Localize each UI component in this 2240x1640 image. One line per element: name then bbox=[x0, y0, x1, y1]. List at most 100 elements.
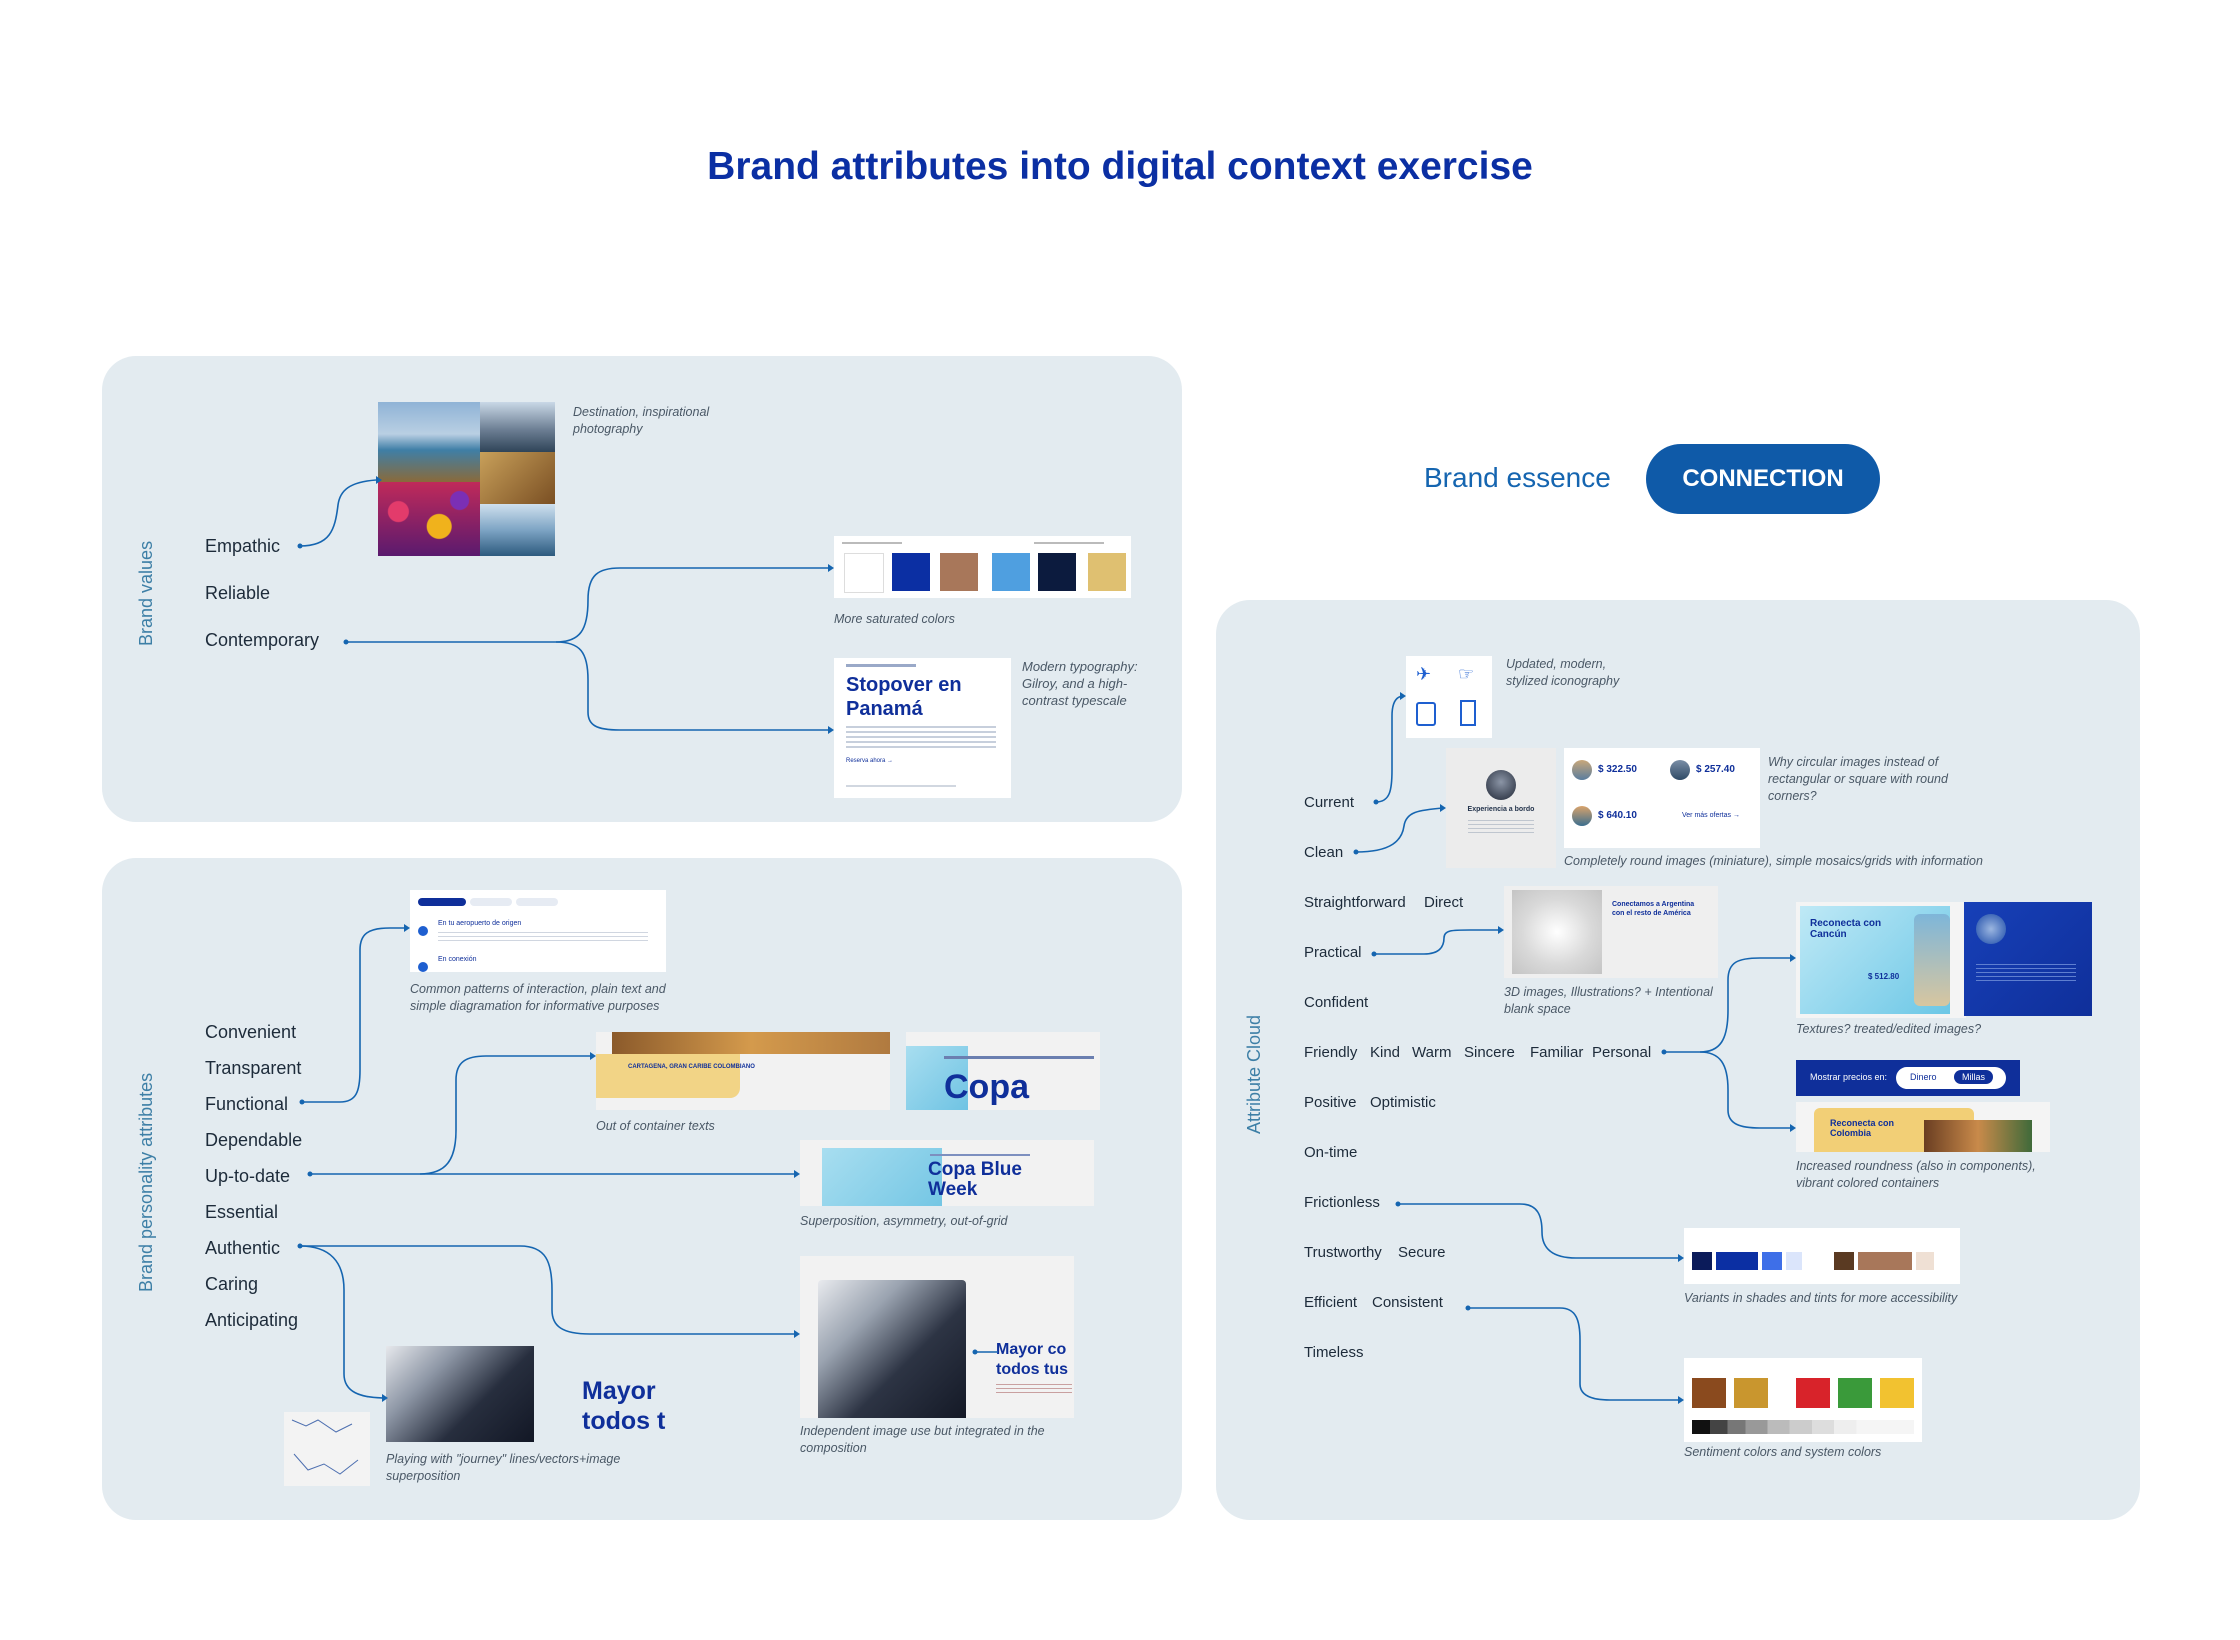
attr-secure: Secure bbox=[1398, 1244, 1446, 1261]
iconography-card: ✈ ☞ bbox=[1406, 656, 1492, 738]
attr-warm: Warm bbox=[1412, 1044, 1452, 1061]
attr-trustworthy: Trustworthy bbox=[1304, 1244, 1382, 1261]
swatch-header-line bbox=[842, 542, 902, 544]
blue-week-title: Copa Blue Week bbox=[928, 1159, 1022, 1200]
photo-lake bbox=[378, 402, 480, 482]
price-2: $ 257.40 bbox=[1696, 764, 1735, 775]
personality-caring: Caring bbox=[205, 1274, 259, 1294]
caption-variants: Variants in shades and tints for more ac… bbox=[1684, 1291, 1958, 1305]
blue-week-kicker bbox=[930, 1154, 1030, 1156]
attr-optimistic: Optimistic bbox=[1370, 1094, 1436, 1111]
attr-sincere: Sincere bbox=[1464, 1044, 1515, 1061]
price-thumb-3 bbox=[1572, 806, 1592, 826]
container-tag: CARTAGENA, GRAN CARIBE COLOMBIANO bbox=[628, 1064, 755, 1070]
attr-practical: Practical bbox=[1304, 944, 1362, 961]
blue-promo-card bbox=[1964, 902, 2092, 1016]
copa-kicker bbox=[944, 1056, 1094, 1059]
pattern-tab-active bbox=[418, 898, 466, 906]
value-reliable: Reliable bbox=[205, 583, 271, 603]
swatch-navy bbox=[892, 553, 930, 591]
typo-link[interactable]: Reserva ahora → bbox=[846, 758, 894, 764]
personality-authentic: Authentic bbox=[205, 1238, 281, 1258]
copa-word: Copa bbox=[944, 1068, 1029, 1106]
container-yellow-box bbox=[596, 1054, 740, 1098]
brand-essence-label: Brand essence bbox=[1424, 462, 1611, 493]
caption-round-images: Completely round images (miniature), sim… bbox=[1564, 854, 1983, 868]
attr-friendly: Friendly bbox=[1304, 1044, 1358, 1061]
caption-iconography: Updated, modern, stylized iconography bbox=[1506, 657, 1620, 688]
attr-on-time: On-time bbox=[1304, 1144, 1358, 1161]
caption-independent: Independent image use but integrated in … bbox=[800, 1424, 1045, 1455]
attr-straightforward: Straightforward bbox=[1304, 894, 1406, 911]
personality-anticipating: Anticipating bbox=[205, 1310, 299, 1330]
personality-convenient: Convenient bbox=[205, 1022, 297, 1042]
independent-body bbox=[996, 1384, 1072, 1394]
swatch-header-line-2 bbox=[1034, 542, 1104, 544]
container-card: CARTAGENA, GRAN CARIBE COLOMBIANO bbox=[596, 1032, 890, 1110]
checklist-icon bbox=[1416, 702, 1436, 726]
attr-positive: Positive bbox=[1304, 1094, 1357, 1111]
sentiment-gold bbox=[1734, 1378, 1768, 1408]
prices-card: $ 322.50 $ 257.40 $ 640.10 Ver más ofert… bbox=[1564, 748, 1760, 848]
independent-headline: Mayor co todos tus bbox=[996, 1341, 1068, 1378]
swatch-white bbox=[844, 553, 884, 593]
attr-current: Current bbox=[1304, 794, 1355, 811]
blue-week-wave-bg bbox=[822, 1148, 942, 1206]
sentiment-red bbox=[1796, 1378, 1830, 1408]
variant-brown-2 bbox=[1858, 1252, 1912, 1270]
photo-skyline bbox=[480, 402, 555, 452]
building-icon bbox=[1460, 700, 1476, 726]
patterns-card: En tu aeropuerto de origen En conexión bbox=[410, 890, 666, 972]
personality-essential: Essential bbox=[205, 1202, 279, 1222]
pattern-step-dot-1 bbox=[418, 926, 428, 936]
personality-dependable: Dependable bbox=[205, 1130, 303, 1150]
price-1: $ 322.50 bbox=[1598, 764, 1637, 775]
colombia-image bbox=[1924, 1120, 2032, 1152]
sentiment-card bbox=[1684, 1358, 1922, 1442]
toggle-option-dinero[interactable]: Dinero bbox=[1910, 1072, 1937, 1082]
map-title: Conectamos a Argentina con el resto de A… bbox=[1612, 901, 1695, 917]
photo-arch bbox=[480, 452, 555, 504]
sentiment-yellow bbox=[1880, 1378, 1914, 1408]
caption-superposition: Superposition, asymmetry, out-of-grid bbox=[800, 1214, 1008, 1228]
cancun-card: Reconecta con Cancún $ 512.80 bbox=[1796, 902, 1966, 1018]
toggle-option-millas[interactable]: Millas bbox=[1954, 1070, 1994, 1084]
sentiment-green bbox=[1838, 1378, 1872, 1408]
attr-timeless: Timeless bbox=[1304, 1344, 1364, 1361]
swatch-gold bbox=[1088, 553, 1126, 591]
experience-avatar bbox=[1486, 770, 1516, 800]
attr-consistent: Consistent bbox=[1372, 1294, 1443, 1311]
typo-footnote bbox=[846, 785, 956, 787]
experience-title: Experiencia a bordo bbox=[1467, 806, 1535, 813]
personality-up-to-date: Up-to-date bbox=[205, 1166, 291, 1186]
typography-card: Stopover en Panamá Reserva ahora → bbox=[834, 658, 1011, 798]
value-empathic: Empathic bbox=[205, 536, 281, 556]
attr-kind: Kind bbox=[1370, 1044, 1401, 1061]
journey-lines-card bbox=[284, 1412, 370, 1486]
colombia-title: Reconecta con Colombia bbox=[1830, 1118, 1895, 1138]
personality-functional: Functional bbox=[205, 1094, 289, 1114]
color-swatches-card bbox=[834, 536, 1131, 598]
price-thumb-1 bbox=[1572, 760, 1592, 780]
pattern-step-dot-2 bbox=[418, 962, 428, 972]
sentiment-brown bbox=[1692, 1378, 1726, 1408]
attr-clean: Clean bbox=[1304, 844, 1344, 861]
blue-week-card: Copa Blue Week bbox=[800, 1140, 1094, 1206]
value-contemporary: Contemporary bbox=[205, 630, 320, 650]
caption-journey: Playing with "journey" lines/vectors+ima… bbox=[386, 1452, 621, 1483]
promo-avatar bbox=[1976, 914, 2006, 944]
journey-lines-graphic bbox=[291, 1419, 359, 1475]
typo-kicker bbox=[846, 664, 916, 667]
caption-3d: 3D images, Illustrations? + Intentional … bbox=[1504, 985, 1713, 1016]
variant-navy-2 bbox=[1716, 1252, 1758, 1270]
caption-colors: More saturated colors bbox=[834, 612, 955, 626]
experience-body bbox=[1468, 820, 1534, 834]
pattern-body bbox=[438, 932, 648, 944]
pattern-tab-3 bbox=[516, 898, 558, 906]
caption-photography: Destination, inspirational photography bbox=[573, 405, 710, 436]
caption-patterns: Common patterns of interaction, plain te… bbox=[410, 982, 666, 1013]
price-link[interactable]: Ver más ofertas → bbox=[1682, 812, 1740, 819]
colombia-card: Reconecta con Colombia bbox=[1796, 1102, 2050, 1152]
variant-navy-3 bbox=[1762, 1252, 1782, 1270]
typo-body-text bbox=[846, 726, 996, 748]
